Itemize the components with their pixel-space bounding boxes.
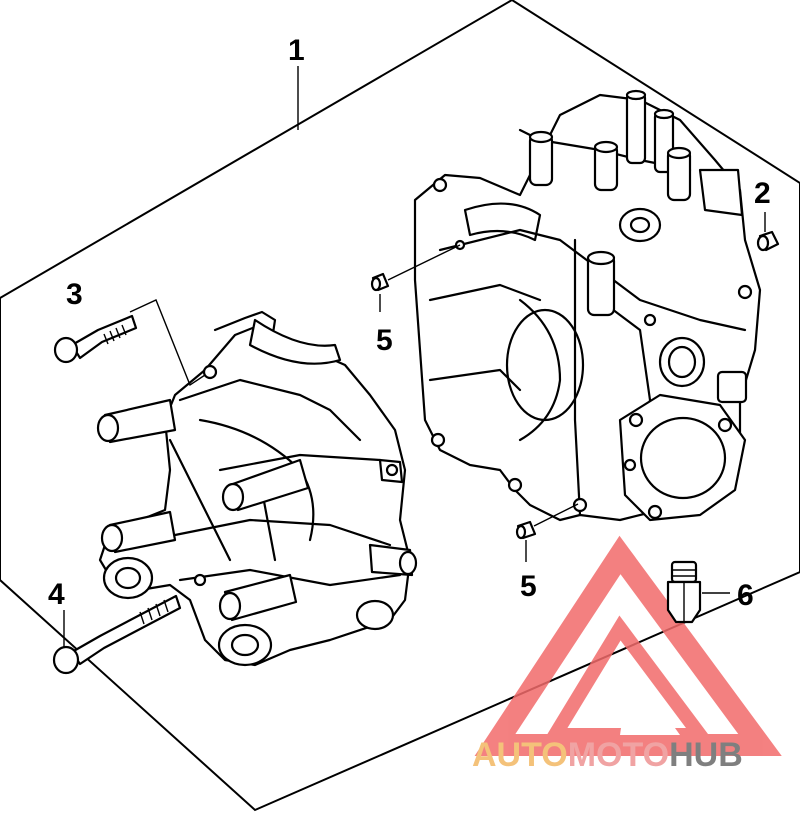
- watermark-hub: HUB: [669, 736, 743, 774]
- callout-6: 6: [737, 579, 754, 612]
- watermark-auto: AUTO: [472, 736, 568, 774]
- leader-lines: [63, 66, 766, 648]
- callout-3: 3: [66, 278, 83, 311]
- leader-5b-pin: [533, 503, 579, 527]
- callout-5-lower: 5: [520, 570, 537, 603]
- left-crankcase-half: [96, 310, 418, 667]
- bolt-short: [53, 314, 138, 364]
- leader-3: [129, 299, 206, 387]
- fitting: [666, 560, 702, 624]
- callout-1: 1: [288, 34, 305, 67]
- pin-lower: [515, 520, 537, 540]
- pin-upper: [370, 272, 390, 292]
- bolt-long: [52, 594, 182, 675]
- leader-5a-pin: [387, 244, 461, 281]
- logo-triangle-outer: [474, 535, 782, 756]
- logo-notch: [620, 665, 680, 735]
- callout-5-upper: 5: [376, 324, 393, 357]
- cylinder-block: [413, 89, 762, 522]
- watermark-moto: MOTO: [568, 736, 669, 774]
- callout-4: 4: [48, 578, 65, 611]
- watermark-logo: [474, 535, 782, 756]
- dowel-pin: [756, 230, 780, 252]
- callout-2: 2: [754, 177, 771, 210]
- watermark-text: AUTOMOTOHUB: [472, 736, 743, 774]
